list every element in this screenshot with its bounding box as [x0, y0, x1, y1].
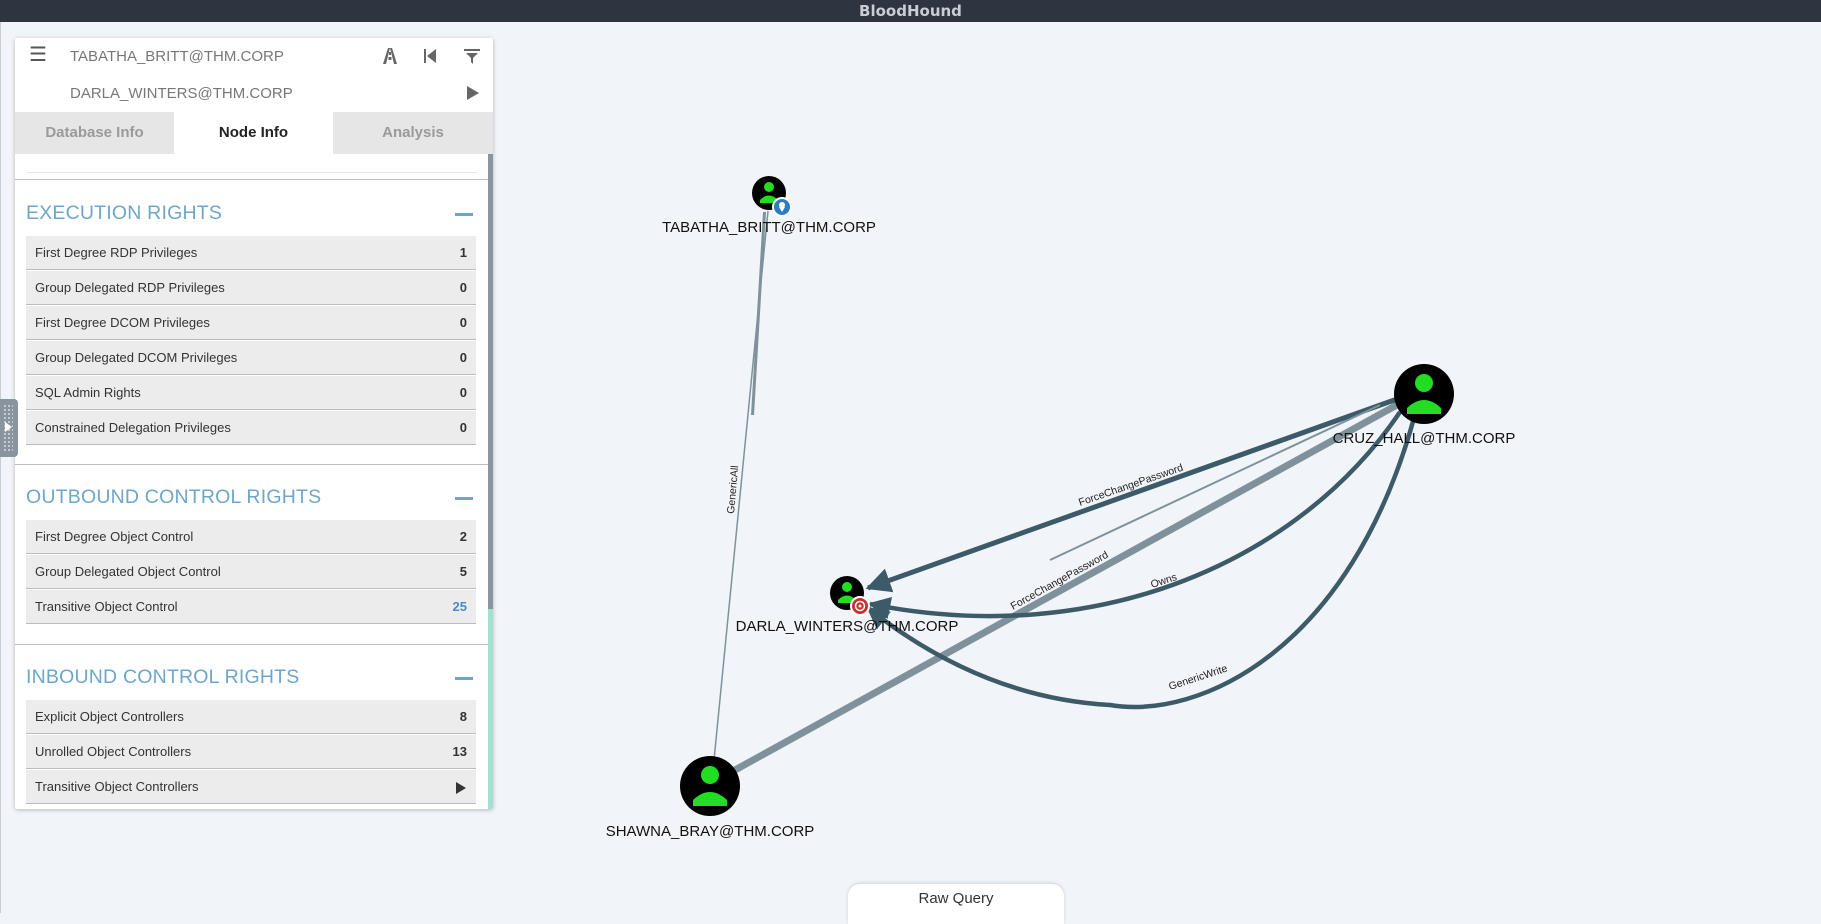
tab-bar: Database Info Node Info Analysis [15, 112, 493, 154]
row-value: 0 [459, 350, 467, 365]
collapse-inbound-icon[interactable] [455, 677, 473, 680]
divider [15, 179, 488, 180]
user-icon [764, 182, 774, 192]
panel-toggle-handle[interactable] [0, 399, 18, 457]
row-value: 0 [459, 280, 467, 295]
row-value: 2 [459, 529, 467, 544]
row-transitive-object-controllers[interactable]: Transitive Object Controllers [26, 770, 476, 804]
divider [15, 464, 488, 465]
row-unrolled-object-controllers[interactable]: Unrolled Object Controllers 13 [26, 735, 476, 769]
pathfinding-icon[interactable] [380, 46, 400, 66]
tab-database-info[interactable]: Database Info [15, 112, 174, 154]
row-label: Explicit Object Controllers [35, 709, 184, 724]
scrollbar-thumb[interactable] [488, 154, 493, 609]
row-label: SQL Admin Rights [35, 385, 141, 400]
row-group-delegated-dcom[interactable]: Group Delegated DCOM Privileges 0 [26, 341, 476, 375]
row-label: Transitive Object Controllers [35, 779, 199, 794]
node-label-shawna: SHAWNA_BRAY@THM.CORP [606, 823, 815, 840]
row-label: Constrained Delegation Privileges [35, 420, 231, 435]
collapse-execution-icon[interactable] [455, 213, 473, 216]
tab-analysis[interactable]: Analysis [333, 112, 493, 154]
row-value: 13 [452, 744, 467, 759]
play-icon[interactable] [456, 782, 466, 794]
tab-node-info[interactable]: Node Info [174, 112, 333, 154]
row-value: 1 [459, 245, 467, 260]
target-node-input[interactable]: DARLA_WINTERS@THM.CORP [70, 85, 293, 102]
user-icon [1415, 374, 1433, 392]
edge-cruz-darla-light [1049, 404, 1381, 561]
filter-icon[interactable] [462, 46, 482, 66]
row-value: 8 [459, 709, 467, 724]
section-title-inbound[interactable]: INBOUND CONTROL RIGHTS [26, 666, 300, 688]
row-first-degree-dcom[interactable]: First Degree DCOM Privileges 0 [26, 306, 476, 340]
row-value: 0 [459, 420, 467, 435]
user-icon [842, 582, 852, 592]
search-target-row[interactable]: DARLA_WINTERS@THM.CORP [15, 75, 493, 112]
divider [15, 644, 488, 645]
row-value: 0 [459, 315, 467, 330]
window-title: BloodHound [0, 0, 1821, 22]
raw-query-button[interactable]: Raw Query [848, 884, 1064, 924]
start-node-input[interactable]: TABATHA_BRITT@THM.CORP [70, 48, 284, 65]
menu-icon[interactable]: ☰ [29, 44, 47, 66]
edge-shawna-cruz[interactable] [733, 396, 1408, 774]
node-info-content[interactable]: EXECUTION RIGHTS First Degree RDP Privil… [15, 154, 493, 809]
node-darla[interactable]: DARLA_WINTERS@THM.CORP [736, 576, 959, 635]
previous-row-stub [27, 154, 477, 173]
row-value: 0 [459, 385, 467, 400]
search-start-row[interactable]: ☰ TABATHA_BRITT@THM.CORP [15, 38, 493, 75]
left-panel: ☰ TABATHA_BRITT@THM.CORP DARLA_WINTERS@T… [15, 38, 493, 809]
row-transitive-object-control[interactable]: Transitive Object Control 25 [26, 590, 476, 624]
node-cruz[interactable]: CRUZ_HALL@THM.CORP [1333, 364, 1516, 447]
row-value: 5 [459, 564, 467, 579]
section-title-outbound[interactable]: OUTBOUND CONTROL RIGHTS [26, 486, 322, 508]
chevron-right-icon [5, 422, 12, 432]
row-constrained-delegation[interactable]: Constrained Delegation Privileges 0 [26, 411, 476, 445]
edge-cruz-darla-genericwrite[interactable] [866, 417, 1417, 710]
row-first-degree-rdp[interactable]: First Degree RDP Privileges 1 [26, 236, 476, 270]
edge-label-forcechange-1: ForceChangePassword [1077, 462, 1185, 509]
canvas-edge [0, 22, 1, 913]
row-label: First Degree DCOM Privileges [35, 315, 210, 330]
back-icon[interactable] [420, 46, 440, 66]
row-label: First Degree Object Control [35, 529, 194, 544]
edge-genericall-thick [751, 212, 766, 415]
user-icon [701, 766, 719, 784]
row-label: Unrolled Object Controllers [35, 744, 192, 759]
row-label: First Degree RDP Privileges [35, 245, 198, 260]
row-group-delegated-object-control[interactable]: Group Delegated Object Control 5 [26, 555, 476, 589]
row-explicit-object-controllers[interactable]: Explicit Object Controllers 8 [26, 700, 476, 734]
edge-label-genericall: GenericAll [725, 465, 741, 514]
play-icon[interactable] [463, 83, 483, 103]
row-label: Group Delegated Object Control [35, 564, 221, 579]
row-value-link[interactable]: 25 [452, 599, 467, 614]
node-tabatha[interactable]: TABATHA_BRITT@THM.CORP [662, 176, 876, 236]
node-shawna[interactable]: SHAWNA_BRAY@THM.CORP [606, 756, 815, 840]
edge-cruz-darla-owns[interactable] [867, 410, 1402, 619]
row-group-delegated-rdp[interactable]: Group Delegated RDP Privileges 0 [26, 271, 476, 305]
section-title-execution[interactable]: EXECUTION RIGHTS [26, 202, 223, 224]
row-sql-admin[interactable]: SQL Admin Rights 0 [26, 376, 476, 410]
row-label: Transitive Object Control [35, 599, 178, 614]
node-label-tabatha: TABATHA_BRITT@THM.CORP [662, 219, 876, 236]
row-first-degree-object-control[interactable]: First Degree Object Control 2 [26, 520, 476, 554]
row-label: Group Delegated RDP Privileges [35, 280, 225, 295]
row-label: Group Delegated DCOM Privileges [35, 350, 238, 365]
collapse-outbound-icon[interactable] [455, 497, 473, 500]
node-label-darla: DARLA_WINTERS@THM.CORP [736, 618, 959, 635]
edge-cruz-darla-forcechange[interactable] [865, 395, 1401, 593]
edge-label-forcechange-2: ForceChangePassword [1009, 549, 1111, 613]
node-label-cruz: CRUZ_HALL@THM.CORP [1333, 430, 1516, 447]
